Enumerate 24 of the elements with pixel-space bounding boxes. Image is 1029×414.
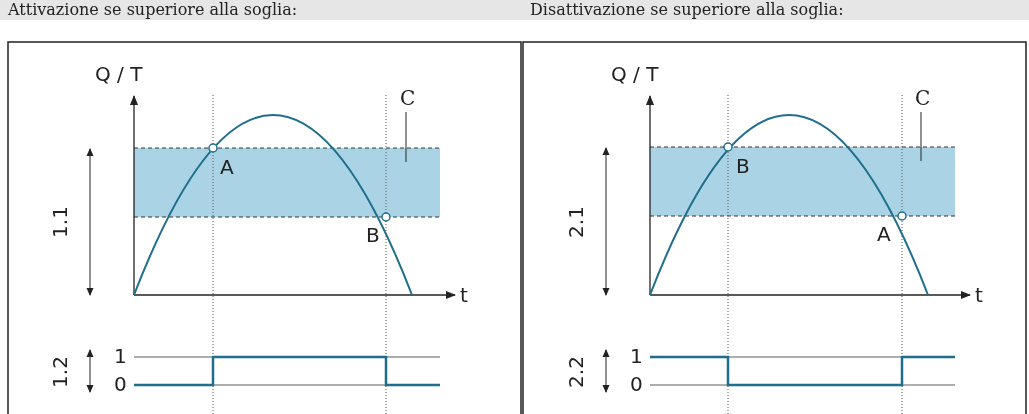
callout-letter: C — [400, 88, 416, 108]
threshold-band — [134, 148, 440, 217]
leader-line — [920, 111, 922, 162]
point-label: A — [877, 224, 891, 244]
axis-label: Q / T — [95, 64, 143, 84]
point-label: B — [736, 156, 750, 176]
callout-letter: C — [915, 88, 931, 108]
dimension-label: 1.1 — [50, 206, 70, 238]
level-label: 1 — [114, 346, 127, 366]
level-label: 0 — [630, 374, 643, 394]
level-label: 1 — [630, 346, 643, 366]
axis-label: t — [460, 285, 468, 305]
point-label: A — [220, 157, 234, 177]
dimension-label: 1.2 — [50, 356, 70, 388]
point-label: B — [366, 225, 380, 245]
level-label: 0 — [114, 374, 127, 394]
panel-heading: Disattivazione se superiore alla soglia: — [530, 2, 844, 18]
axis-label: t — [975, 285, 983, 305]
threshold-band — [650, 147, 955, 216]
panel-heading: Attivazione se superiore alla soglia: — [8, 2, 298, 18]
dimension-label: 2.2 — [566, 356, 586, 388]
dimension-label: 2.1 — [566, 206, 586, 238]
leader-line — [405, 111, 407, 163]
axis-label: Q / T — [611, 64, 659, 84]
